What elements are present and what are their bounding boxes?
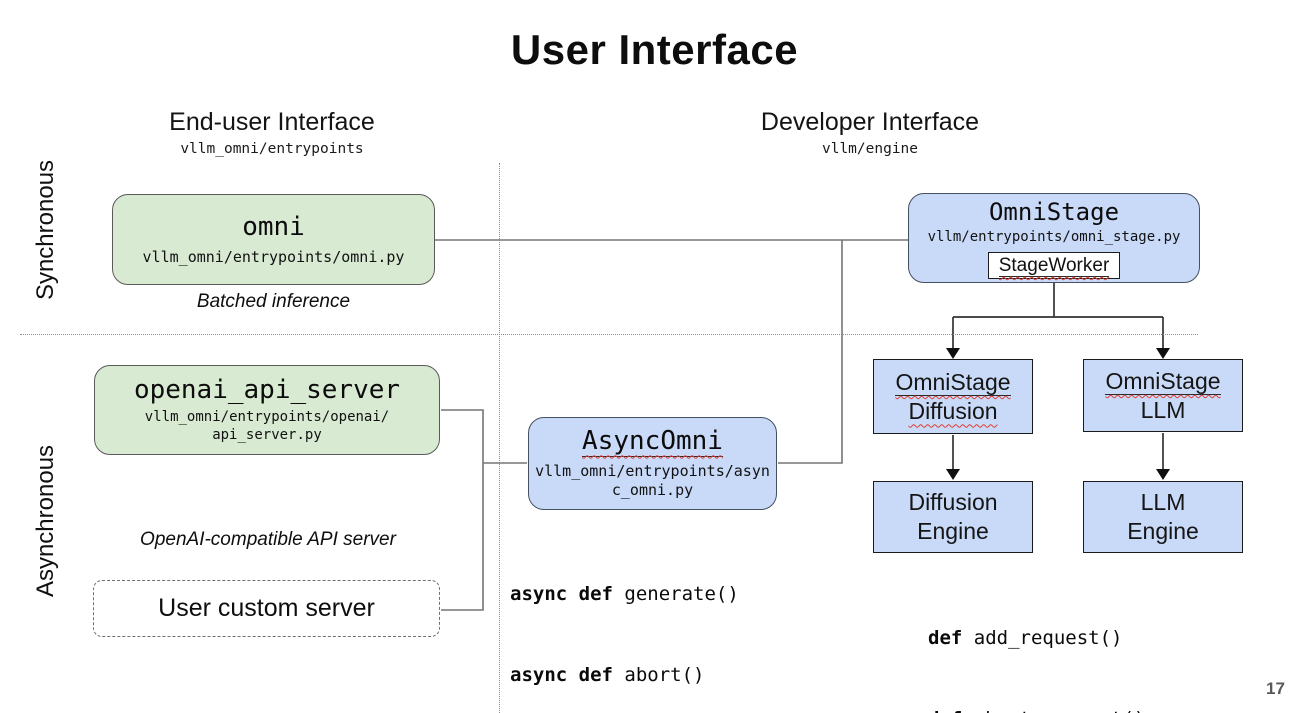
omnistage-llm-box: OmniStage LLM <box>1083 359 1243 432</box>
developer-heading: Developer Interface <box>760 108 980 136</box>
llm-engine-label: LLM Engine <box>1127 489 1199 544</box>
stageworker-box: StageWorker <box>987 252 1121 280</box>
openai-api-server-caption: OpenAI-compatible API server <box>140 529 396 550</box>
section-end-user-header: End-user Interface vllm_omni/entrypoints <box>92 108 452 157</box>
arrowhead-llm-engine <box>1156 469 1170 480</box>
connector-openai-bracket <box>441 409 484 611</box>
openai-api-server-path: vllm_omni/entrypoints/openai/ api_server… <box>145 409 389 444</box>
omnistage-diffusion-box: OmniStage Diffusion <box>873 359 1033 434</box>
row-label-asynchronous: Asynchronous <box>32 444 59 598</box>
asyncomni-path: vllm_omni/entrypoints/asyn c_omni.py <box>535 462 770 500</box>
horizontal-dotted-divider <box>20 334 1198 335</box>
omnistage-llm-label: OmniStage LLM <box>1105 367 1221 423</box>
diffusion-engine-label: Diffusion Engine <box>908 489 998 544</box>
omni-box: omni vllm_omni/entrypoints/omni.py <box>112 194 435 285</box>
code-line: async def generate() <box>510 583 739 605</box>
stageworker-label: StageWorker <box>998 255 1110 278</box>
engine-api-code-block: def add_request() def abort_request() de… <box>928 571 1145 713</box>
omnistage-diffusion-label: OmniStage Diffusion <box>895 368 1011 424</box>
user-custom-server-label: User custom server <box>158 594 375 622</box>
openai-api-server-box: openai_api_server vllm_omni/entrypoints/… <box>94 365 440 455</box>
openai-api-server-path-line1: vllm_omni/entrypoints/openai/ <box>144 409 390 426</box>
user-custom-server-box: User custom server <box>93 580 440 637</box>
omni-path: vllm_omni/entrypoints/omni.py <box>142 247 405 266</box>
code-line: async def abort() <box>510 664 705 686</box>
openai-api-server-title: openai_api_server <box>133 374 401 405</box>
llm-engine-box: LLM Engine <box>1083 481 1243 553</box>
omnistage-title: OmniStage <box>988 197 1120 226</box>
arrowhead-diffusion-stage <box>946 348 960 359</box>
vertical-dotted-divider <box>499 163 500 713</box>
end-user-heading: End-user Interface <box>169 108 375 136</box>
page-number: 17 <box>1266 679 1285 698</box>
omnistage-path: vllm/entrypoints/omni_stage.py <box>927 228 1181 245</box>
omni-caption: Batched inference <box>196 291 351 312</box>
async-api-code-block: async def generate() async def abort() +… <box>510 527 785 713</box>
code-line: def add_request() <box>928 627 1123 649</box>
code-line: def abort_request() <box>928 706 1145 713</box>
omnistage-box: OmniStage vllm/entrypoints/omni_stage.py… <box>908 193 1200 283</box>
asyncomni-box: AsyncOmni vllm_omni/entrypoints/asyn c_o… <box>528 417 777 510</box>
diffusion-engine-box: Diffusion Engine <box>873 481 1033 553</box>
arrowhead-diffusion-engine <box>946 469 960 480</box>
developer-subtitle: vllm/engine <box>821 141 919 157</box>
openai-api-server-path-line2: api_server.py <box>212 426 322 443</box>
omni-title: omni <box>242 211 305 242</box>
end-user-subtitle: vllm_omni/entrypoints <box>180 141 364 157</box>
asyncomni-path-line1: vllm_omni/entrypoints/asyn <box>535 462 770 481</box>
connector-bus-asyncomni <box>778 240 843 464</box>
arrowhead-llm-stage <box>1156 348 1170 359</box>
section-developer-header: Developer Interface vllm/engine <box>690 108 1050 157</box>
page-title: User Interface <box>510 26 799 73</box>
asyncomni-path-line2: c_omni.py <box>611 480 694 499</box>
row-label-synchronous: Synchronous <box>32 159 59 301</box>
asyncomni-title: AsyncOmni <box>582 426 723 458</box>
